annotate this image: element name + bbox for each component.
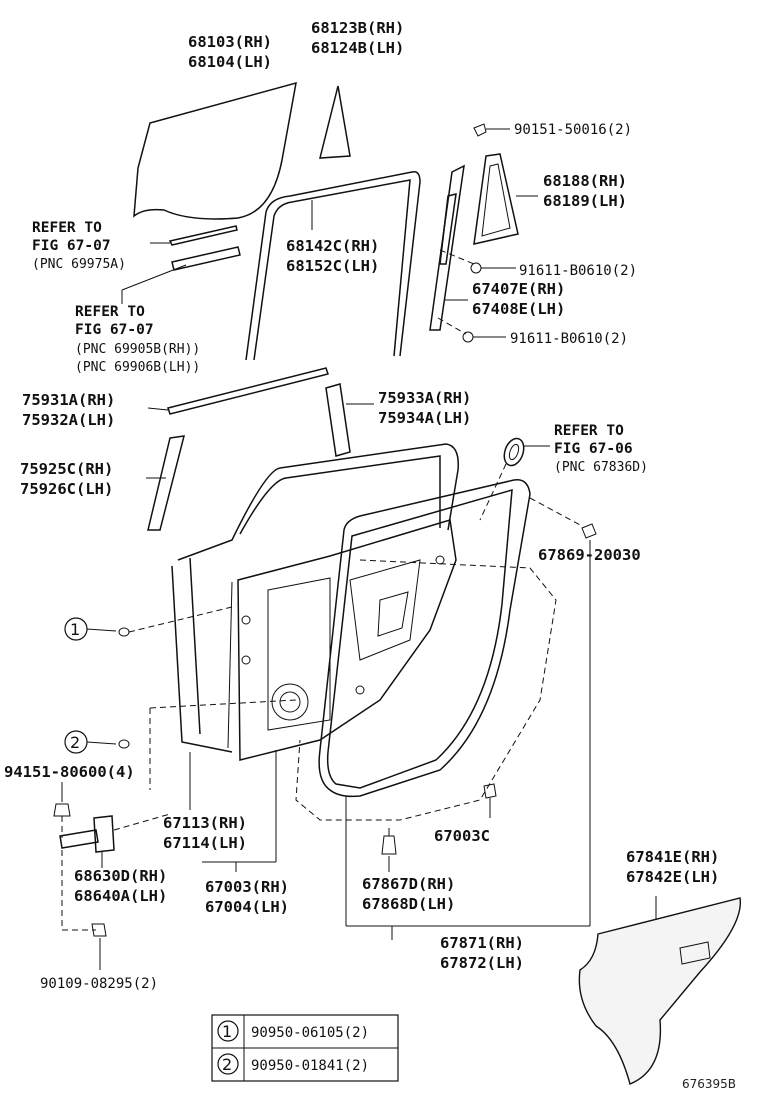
svg-text:1: 1 [70,620,80,639]
division-bar-drawing [429,164,468,331]
label-garnish-rh: 75925C(RH) [20,460,113,478]
label-outer-pillar-rh: 75933A(RH) [378,389,471,407]
label-belt-moulding-lh: 75932A(LH) [22,411,115,429]
door-assembly-drawing [171,443,459,761]
legend-part-1: 90950-06105(2) [251,1025,369,1041]
label-quarter-frame-rh: 68188(RH) [543,172,627,190]
label-bolt-bottom: 90109-08295(2) [40,976,158,992]
label-glass-lh: 68104(LH) [188,53,272,71]
svg-text:2: 2 [70,733,80,752]
callout-1: 1 [64,605,237,641]
label-clip-bottom-rh: 67867D(RH) [362,875,455,893]
run-channel-drawing [245,170,421,361]
label-division-bar-lh: 67408E(LH) [472,300,565,318]
label-panel-rh: 67113(RH) [163,814,247,832]
label-outer-pillar-lh: 75934A(LH) [378,409,471,427]
label-silencer-rh: 67841E(RH) [626,848,719,866]
bolt-bottom-icon [91,923,107,970]
screw-low-icon [437,317,506,343]
legend-table: 1 90950-06105(2) 2 90950-01841(2) [211,1014,399,1082]
screw-top-icon [473,123,510,137]
weatherstrip-drawing [318,479,531,798]
label-refer2-line2: FIG 67-07 [75,322,154,338]
label-refer1-line3: (PNC 69975A) [32,257,126,272]
label-run-channel-lh: 68152C(LH) [286,257,379,275]
label-weatherstrip-lh: 67872(LH) [440,954,524,972]
label-division-bar-rh: 67407E(RH) [472,280,565,298]
label-hinge-rh: 68630D(RH) [74,867,167,885]
label-quarter-frame-lh: 68189(LH) [543,192,627,210]
label-run-channel-rh: 68142C(RH) [286,237,379,255]
label-refer2-line4: (PNC 69906B(LH)) [75,360,200,375]
clip-right-icon [529,497,597,926]
label-refer2-line1: REFER TO [75,304,145,320]
label-screw-low: 91611-B0610(2) [510,331,628,347]
label-silencer-lh: 67842E(LH) [626,868,719,886]
label-clip-bottom-lh: 67868D(LH) [362,895,455,913]
label-screw-mid: 91611-B0610(2) [519,263,637,279]
garnish-drawing [146,435,186,531]
outer-pillar-drawing [325,383,374,457]
refer-strip-drawing [121,225,241,304]
quarter-glass-drawing [319,85,351,159]
label-plug: 67003C [434,827,490,845]
refer-plug-drawing [479,437,550,521]
clip-bottom-icon [381,828,397,872]
weatherstrip-bracket [345,796,590,940]
label-refer3-line1: REFER TO [554,423,624,439]
panel-leaders [189,750,277,872]
legend-row-2: 2 90950-01841(2) [217,1053,369,1075]
screw-mid-icon [439,249,516,274]
label-refer1-line1: REFER TO [32,220,102,236]
plug-icon [483,783,497,818]
label-glass-rh: 68103(RH) [188,33,272,51]
label-quarter-glass-rh: 68123B(RH) [311,19,404,37]
quarter-frame-drawing [473,153,538,245]
door-glass-drawing [133,81,297,220]
callout-2: 2 [64,730,130,754]
label-quarter-glass-lh: 68124B(LH) [311,39,404,57]
legend-row-1: 1 90950-06105(2) [217,1020,369,1042]
label-weatherstrip-rh: 67871(RH) [440,934,524,952]
label-belt-moulding-rh: 75931A(RH) [22,391,115,409]
silencer-drawing [578,896,742,1085]
svg-text:1: 1 [222,1022,232,1041]
label-door-shell-rh: 67003(RH) [205,878,289,896]
label-panel-lh: 67114(LH) [163,834,247,852]
label-refer1-line2: FIG 67-07 [32,238,111,254]
labels-layer: 68103(RH) 68104(LH) 68123B(RH) 68124B(LH… [4,19,736,1091]
legend-part-2: 90950-01841(2) [251,1058,369,1074]
label-screw-top: 90151-50016(2) [514,122,632,138]
label-garnish-lh: 75926C(LH) [20,480,113,498]
label-bolt-left: 94151-80600(4) [4,763,135,781]
hinge-drawing [59,813,171,931]
figure-code: 676395B [682,1077,736,1091]
label-refer3-line2: FIG 67-06 [554,441,633,457]
belt-moulding-drawing [147,367,329,415]
label-clip-right: 67869-20030 [538,546,641,564]
label-refer3-line3: (PNC 67836D) [554,460,648,475]
label-refer2-line3: (PNC 69905B(RH)) [75,342,200,357]
bolt-left-icon [53,782,71,838]
label-door-shell-lh: 67004(LH) [205,898,289,916]
svg-text:2: 2 [222,1055,232,1074]
label-hinge-lh: 68640A(LH) [74,887,167,905]
dashed-outline [149,559,557,821]
